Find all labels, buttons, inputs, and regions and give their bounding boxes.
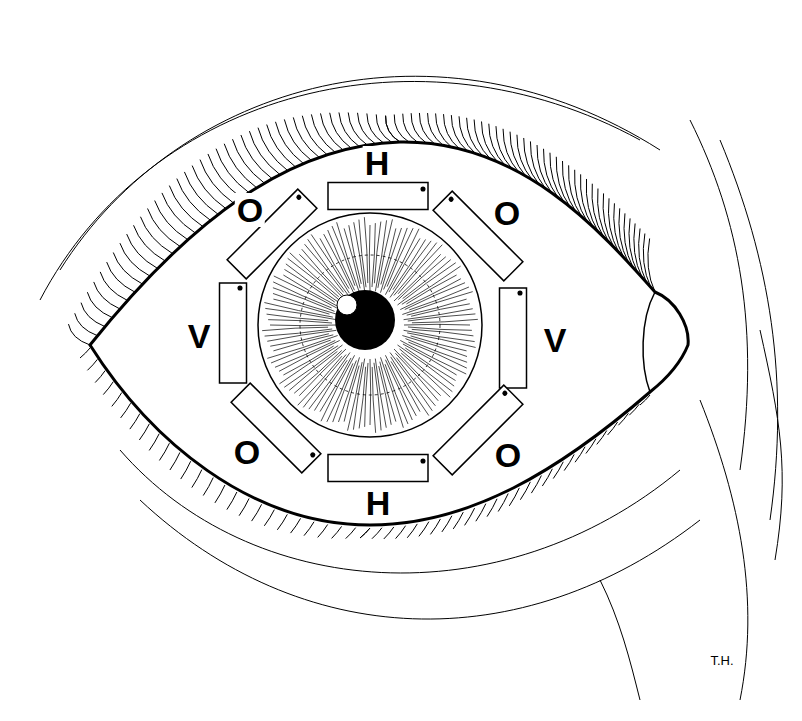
vertical-label: V	[542, 323, 569, 357]
oblique-label: O	[232, 435, 262, 469]
artist-signature: T.H.	[708, 654, 735, 667]
horizontal-label: H	[364, 486, 393, 520]
horizontal-label: H	[363, 146, 392, 180]
iris	[258, 213, 482, 437]
vertical-label: V	[186, 319, 213, 353]
oblique-label: O	[235, 193, 265, 227]
oblique-label: O	[493, 438, 523, 472]
caruncle	[643, 292, 655, 392]
electrode-pads	[220, 183, 527, 482]
eye-outline	[90, 142, 688, 525]
oblique-label: O	[492, 196, 522, 230]
skin-lines	[40, 76, 782, 700]
